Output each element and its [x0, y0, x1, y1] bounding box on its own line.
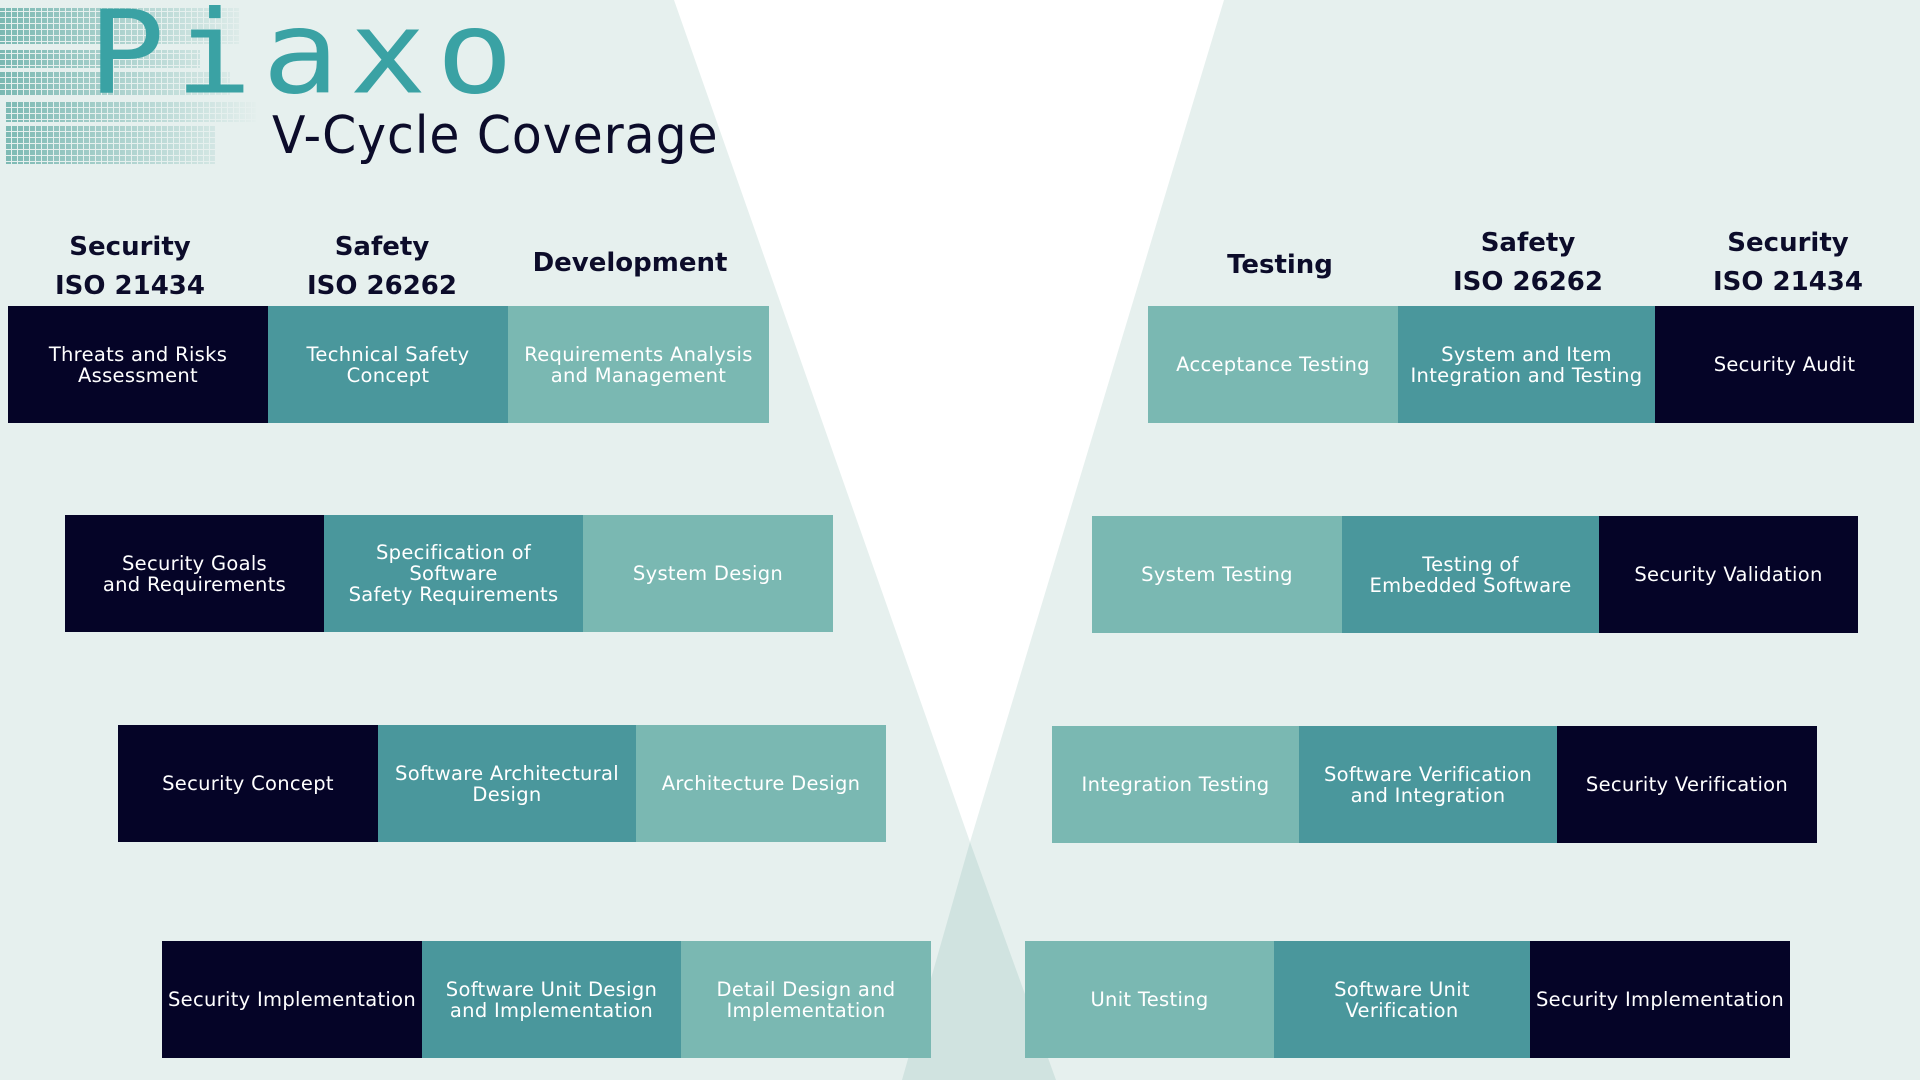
- right-row-2-security-cell: Security Validation: [1599, 516, 1858, 633]
- right-row-4: Unit Testing Software Unit Verification …: [1025, 941, 1790, 1058]
- right-row-1-testing-cell: Acceptance Testing: [1148, 306, 1398, 423]
- left-row-4-safety-cell: Software Unit Design and Implementation: [422, 941, 681, 1058]
- left-row-3-development-cell: Architecture Design: [636, 725, 886, 842]
- right-row-3: Integration Testing Software Verificatio…: [1052, 726, 1817, 843]
- left-row-3-safety-cell: Software Architectural Design: [378, 725, 636, 842]
- left-row-2-development-cell: System Design: [583, 515, 833, 632]
- right-row-3-security-cell: Security Verification: [1557, 726, 1817, 843]
- left-row-4: Security Implementation Software Unit De…: [162, 941, 931, 1058]
- logo-wordmark: Piaxo: [88, 0, 524, 121]
- left-row-2-safety-cell: Specification of Software Safety Require…: [324, 515, 583, 632]
- right-row-3-safety-cell: Software Verification and Integration: [1299, 726, 1557, 843]
- header-left-development: Development: [532, 248, 728, 278]
- left-row-1-development-cell: Requirements Analysis and Management: [508, 306, 769, 423]
- right-row-2-testing-cell: System Testing: [1092, 516, 1342, 633]
- page-title: V-Cycle Coverage: [272, 106, 719, 166]
- right-row-2: System Testing Testing of Embedded Softw…: [1092, 516, 1858, 633]
- left-row-1-security-cell: Threats and Risks Assessment: [8, 306, 268, 423]
- left-row-2-security-cell: Security Goals and Requirements: [65, 515, 324, 632]
- right-row-4-safety-cell: Software Unit Verification: [1274, 941, 1530, 1058]
- left-row-3: Security Concept Software Architectural …: [118, 725, 886, 842]
- right-row-3-testing-cell: Integration Testing: [1052, 726, 1299, 843]
- left-row-4-security-cell: Security Implementation: [162, 941, 422, 1058]
- left-row-1: Threats and Risks Assessment Technical S…: [8, 306, 769, 423]
- right-row-2-safety-cell: Testing of Embedded Software: [1342, 516, 1599, 633]
- right-row-1-safety-cell: System and Item Integration and Testing: [1398, 306, 1655, 423]
- left-row-4-development-cell: Detail Design and Implementation: [681, 941, 931, 1058]
- right-row-4-testing-cell: Unit Testing: [1025, 941, 1274, 1058]
- left-row-2: Security Goals and Requirements Specific…: [65, 515, 833, 632]
- piaxo-logo: Piaxo: [0, 0, 513, 170]
- left-row-3-security-cell: Security Concept: [118, 725, 378, 842]
- left-row-1-safety-cell: Technical Safety Concept: [268, 306, 508, 423]
- header-right-testing: Testing: [1227, 250, 1333, 280]
- right-row-4-security-cell: Security Implementation: [1530, 941, 1790, 1058]
- logo-pixel-pattern: [0, 8, 256, 164]
- right-row-1: Acceptance Testing System and Item Integ…: [1148, 306, 1914, 423]
- right-row-1-security-cell: Security Audit: [1655, 306, 1914, 423]
